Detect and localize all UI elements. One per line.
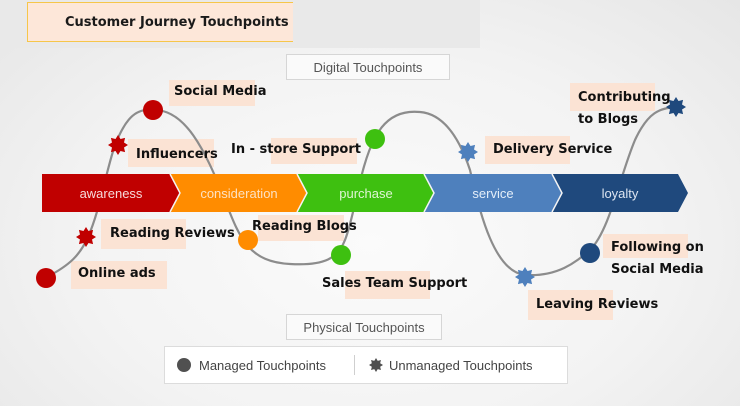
legend-unmanaged: Unmanaged Touchpoints <box>365 358 533 373</box>
touchpoint-instore-icon <box>365 129 385 149</box>
label-reading-blogs: Reading Blogs <box>252 215 357 241</box>
legend: Managed Touchpoints Unmanaged Touchpoint… <box>164 346 568 384</box>
page-title: Customer Journey Touchpoints <box>27 2 293 42</box>
managed-circle-icon <box>177 358 191 372</box>
stage-arrow-purchase <box>297 174 434 212</box>
stage-label-service: service <box>472 186 513 201</box>
stage-arrow-consideration <box>170 174 307 212</box>
label-reading-reviews: Reading Reviews <box>101 219 235 249</box>
touchpoint-influencers-icon <box>108 135 128 155</box>
label-social-media: Social Media <box>169 80 267 106</box>
legend-managed: Managed Touchpoints <box>165 358 326 373</box>
touchpoint-leaving-reviews-icon <box>515 267 535 287</box>
physical-touchpoints-tag: Physical Touchpoints <box>286 314 442 340</box>
label-leaving-reviews: Leaving Reviews <box>528 290 658 320</box>
unmanaged-star-icon <box>368 358 383 372</box>
legend-divider <box>353 355 355 375</box>
touchpoint-online-ads-icon <box>36 268 56 288</box>
touchpoint-delivery-service-icon <box>458 142 478 162</box>
stage-label-awareness: awareness <box>80 186 143 201</box>
stage-label-purchase: purchase <box>339 186 392 201</box>
stage-arrows <box>42 173 688 213</box>
stage-label-consideration: consideration <box>200 186 277 201</box>
label-influencers: Influencers <box>128 139 218 167</box>
legend-unmanaged-label: Unmanaged Touchpoints <box>388 357 533 373</box>
stage-label-loyalty: loyalty <box>602 186 639 201</box>
stage-arrow-awareness <box>42 174 180 212</box>
label-online-ads: Online ads <box>71 261 167 289</box>
stage-arrow-service <box>424 174 562 212</box>
touchpoint-contributing-icon <box>666 97 686 117</box>
digital-touchpoints-tag: Digital Touchpoints <box>286 54 450 80</box>
label-sales-team-support: Sales Team Support <box>322 271 467 299</box>
label-delivery-service: Delivery Service <box>485 136 612 164</box>
stage-arrow-loyalty <box>552 174 688 212</box>
touchpoint-social-media-icon <box>143 100 163 120</box>
touchpoint-reading-blogs-icon <box>238 230 258 250</box>
touchpoint-following-icon <box>580 243 600 263</box>
label-following-social-media: Following on Social Media <box>603 234 704 281</box>
label-contributing-blogs: Contributing to Blogs <box>570 83 671 131</box>
touchpoint-sales-team-icon <box>331 245 351 265</box>
legend-managed-label: Managed Touchpoints <box>199 357 326 373</box>
label-instore-support: In - store Support <box>231 138 361 164</box>
touchpoint-reading-reviews-icon <box>76 227 96 247</box>
